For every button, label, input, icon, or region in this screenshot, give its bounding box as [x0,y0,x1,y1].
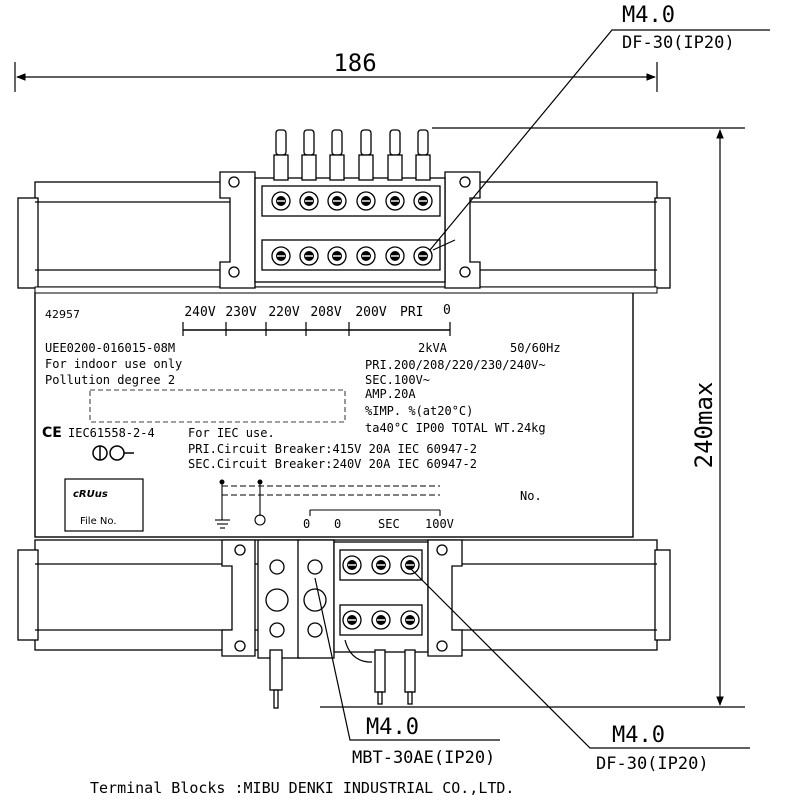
width-dimension-label: 186 [333,49,376,77]
screw-icon [400,610,420,630]
terminal-pin [387,129,403,181]
no-label: No. [520,489,542,503]
right-callout-screw: M4.0 [612,723,665,748]
tap-label: 220V [268,305,299,320]
right-callout-terminal: DF-30(IP20) [596,754,709,774]
screw-icon [342,610,362,630]
tap-label: 240V [184,305,215,320]
top-terminal-screws [271,191,433,266]
screw-icon [371,610,391,630]
iec-standard-text: IEC61558-2-4 [68,426,155,440]
pri-breaker-text: PRI.Circuit Breaker:415V 20A IEC 60947-2 [188,442,477,456]
bottom-terminal-screws [342,555,420,630]
top-terminal-assembly [219,171,481,289]
double-insulation-symbol [92,445,134,461]
top-callout-screw: M4.0 [622,3,675,28]
pollution-text: Pollution degree 2 [45,373,175,387]
imp-text: %IMP. %(at20°C) [365,404,473,418]
indoor-text: For indoor use only [45,357,182,371]
screw-icon [327,191,347,211]
screw-icon [356,246,376,266]
screw-icon [356,191,376,211]
sec-100v-label: 100V [425,517,454,531]
screw-icon [299,246,319,266]
top-callout-terminal: DF-30(IP20) [622,33,735,53]
footer-text: Terminal Blocks :MIBU DENKI INDUSTRIAL C… [90,779,514,797]
top-terminal-pins [273,129,431,181]
pri-voltage-text: PRI.200/208/220/230/240V~ [365,358,546,372]
primary-tap-labels: 240V 230V 220V 208V 200V [184,305,386,320]
ul-mark: cRUus [73,489,108,500]
wiring-schematic [215,482,441,529]
mid-callout-terminal: MBT-30AE(IP20) [352,748,495,768]
screw-icon [271,191,291,211]
part-code: UEE0200-016015-08M [45,341,175,355]
screw-icon [327,246,347,266]
bottom-terminal-pins [269,649,416,709]
screw-icon [342,555,362,575]
pri-label: PRI [400,305,423,320]
sec-breaker-text: SEC.Circuit Breaker:240V 20A IEC 60947-2 [188,457,477,471]
for-iec-text: For IEC use. [188,426,275,440]
callout-leaders [314,29,770,749]
screw-icon [413,191,433,211]
screw-icon [271,246,291,266]
sec-zero-1: 0 [303,517,310,531]
screw-icon [385,246,405,266]
height-dimension [320,127,745,708]
tap-ticks [182,322,451,336]
ta-text: ta40°C IP00 TOTAL WT.24kg [365,421,546,435]
ce-mark: CE [42,425,62,441]
width-dimension [14,62,658,92]
sec-voltage-text: SEC.100V~ [365,373,430,387]
tap-label: 200V [355,305,386,320]
terminal-pin [301,129,317,181]
tap-label: 208V [310,305,341,320]
file-no-text: File No. [80,516,117,527]
rating-text: 2kVA [418,341,448,355]
sec-zero-2: 0 [334,517,341,531]
terminal-pin [273,129,289,181]
mid-callout-screw: M4.0 [366,715,419,740]
bottom-terminal-assembly [221,539,463,659]
screw-icon [299,191,319,211]
model-number: 42957 [45,308,80,321]
sec-label: SEC [378,517,400,531]
amp-text: AMP.20A [365,387,416,401]
terminal-pin [329,129,345,181]
terminal-pin [358,129,374,181]
schematic-dot-left [219,479,225,485]
ul-box [64,478,144,532]
screw-icon [385,191,405,211]
nameplate-inner-top-band [34,286,658,294]
screw-icon [413,246,433,266]
tap-label: 230V [225,305,256,320]
height-dimension-label: 240max [690,382,718,469]
terminal-pin [415,129,431,181]
schematic-dot-right [257,479,263,485]
frequency-text: 50/60Hz [510,341,561,355]
pri-zero-label: 0 [443,303,451,318]
screw-icon [400,555,420,575]
screw-icon [371,555,391,575]
jumper-wire [344,639,372,663]
